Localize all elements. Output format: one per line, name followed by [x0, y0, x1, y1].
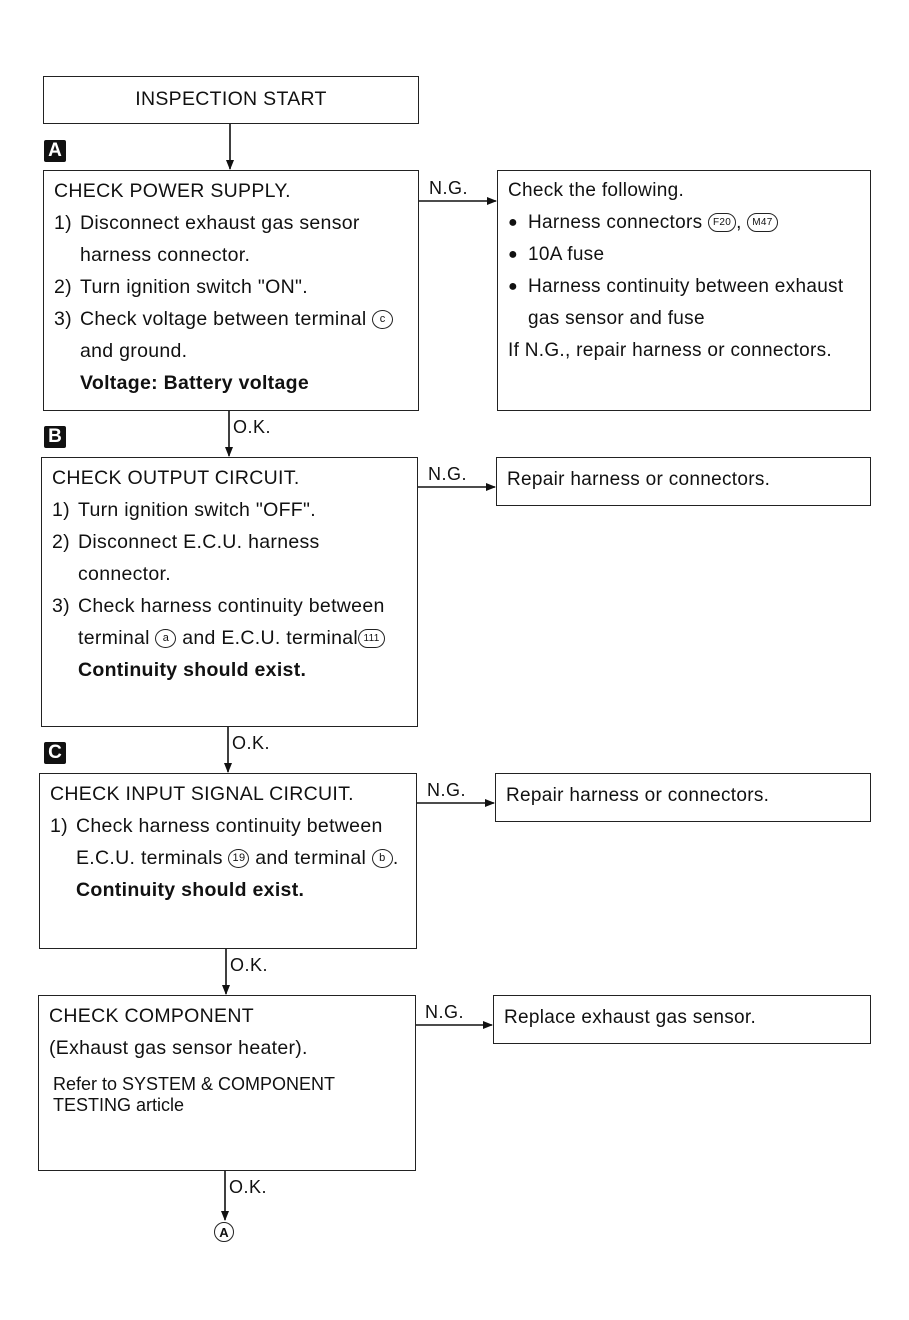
- result-a-bullet-2: ●10A fuse: [508, 244, 605, 265]
- section-label-b: B: [44, 426, 66, 448]
- terminal-b-icon: b: [371, 849, 393, 869]
- result-c-text: Repair harness or connectors.: [506, 785, 770, 806]
- step-b-item-1: 1) Turn ignition switch "OFF".: [52, 499, 316, 521]
- ng-label-a: N.G.: [429, 178, 469, 198]
- check-output-circuit-box: CHECK OUTPUT CIRCUIT. 1) Turn ignition s…: [41, 457, 418, 727]
- check-power-supply-box: CHECK POWER SUPPLY. 1) Disconnect exhaus…: [43, 170, 419, 411]
- step-a-item-1: 1) Disconnect exhaust gas sensor harness…: [54, 212, 360, 266]
- step-b-title: CHECK OUTPUT CIRCUIT.: [52, 467, 300, 489]
- step-b-item-3: 3) Check harness continuity between term…: [52, 595, 386, 649]
- replace-sensor-box: Replace exhaust gas sensor.: [493, 995, 871, 1044]
- step-c-spec: Continuity should exist.: [76, 879, 305, 901]
- terminal-c-icon: c: [372, 310, 394, 330]
- section-label-c: C: [44, 742, 66, 764]
- connector-a-icon: A: [214, 1222, 234, 1242]
- step-a-spec: Voltage: Battery voltage: [80, 372, 309, 394]
- terminal-a-icon: a: [155, 629, 177, 649]
- step-d-title: CHECK COMPONENT: [49, 1005, 254, 1027]
- step-c-item-1: 1) Check harness continuity between E.C.…: [50, 815, 399, 869]
- repair-harness-box-c: Repair harness or connectors.: [495, 773, 871, 822]
- result-a-intro: Check the following.: [508, 180, 685, 201]
- terminal-19-icon: 19: [228, 849, 250, 869]
- ng-label-b: N.G.: [428, 464, 468, 484]
- result-a-bullet-3: ●Harness continuity between exhaust gas …: [508, 276, 844, 329]
- step-b-item-2: 2) Disconnect E.C.U. harness connector.: [52, 531, 320, 585]
- repair-harness-box-b: Repair harness or connectors.: [496, 457, 871, 506]
- result-b-text: Repair harness or connectors.: [507, 469, 771, 490]
- step-c-title: CHECK INPUT SIGNAL CIRCUIT.: [50, 783, 354, 805]
- ok-label-a: O.K.: [233, 417, 272, 437]
- step-d-note: Refer to SYSTEM & COMPONENT TESTING arti…: [53, 1074, 335, 1115]
- step-d-subtitle: (Exhaust gas sensor heater).: [49, 1037, 308, 1059]
- ok-label-b: O.K.: [232, 733, 271, 753]
- result-a-outro: If N.G., repair harness or connectors.: [508, 340, 832, 361]
- inspection-start-box: INSPECTION START: [43, 76, 419, 124]
- terminal-111-icon: 111: [358, 629, 386, 649]
- step-a-title: CHECK POWER SUPPLY.: [54, 180, 291, 202]
- ng-label-d: N.G.: [425, 1002, 465, 1022]
- ok-label-d: O.K.: [229, 1177, 268, 1197]
- connector-f20-icon: F20: [707, 213, 737, 233]
- check-input-signal-box: CHECK INPUT SIGNAL CIRCUIT. 1) Check har…: [39, 773, 417, 949]
- ok-label-c: O.K.: [230, 955, 269, 975]
- result-d-text: Replace exhaust gas sensor.: [504, 1007, 757, 1028]
- connector-m47-icon: M47: [747, 213, 778, 233]
- step-a-item-2: 2) Turn ignition switch "ON".: [54, 276, 308, 298]
- check-following-box: Check the following. ● Harness connector…: [497, 170, 871, 411]
- inspection-start-label: INSPECTION START: [135, 88, 327, 110]
- ng-label-c: N.G.: [427, 780, 467, 800]
- step-a-item-3: 3) Check voltage between terminal c and …: [54, 303, 408, 367]
- result-a-bullet-1: ● Harness connectors F20, M47: [508, 207, 860, 239]
- section-label-a: A: [44, 140, 66, 162]
- step-b-spec: Continuity should exist.: [78, 659, 307, 681]
- check-component-box: CHECK COMPONENT (Exhaust gas sensor heat…: [38, 995, 416, 1171]
